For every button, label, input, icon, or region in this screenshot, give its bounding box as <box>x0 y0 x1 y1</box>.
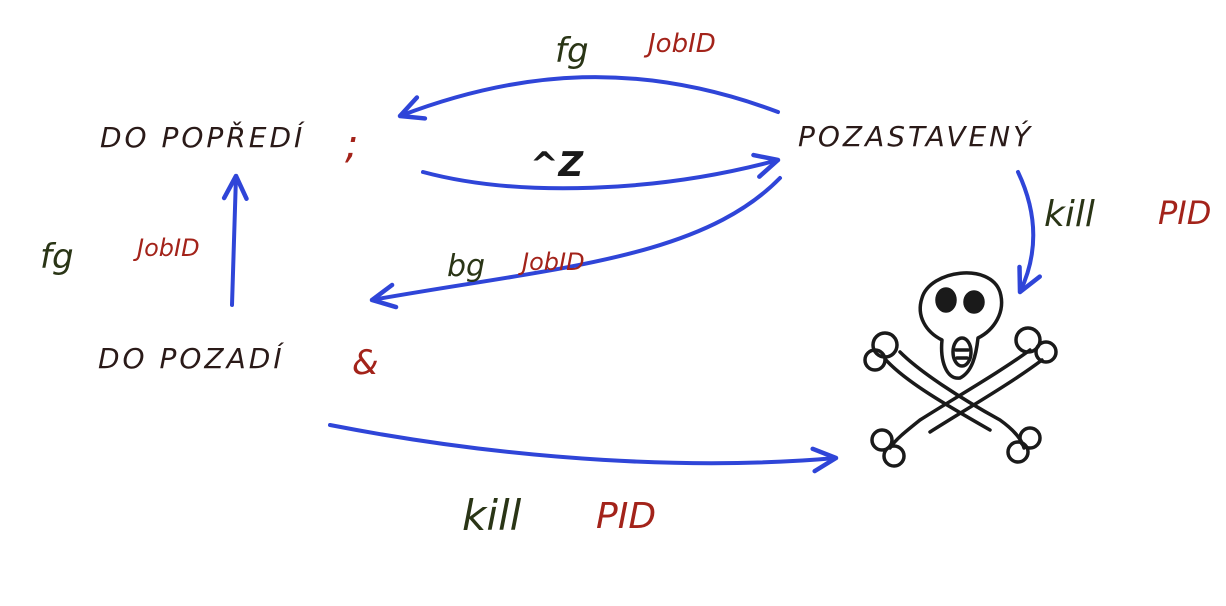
transition-bg-argument: JobID <box>518 248 585 276</box>
transition-kill-bottom-command: kill <box>462 491 522 540</box>
arrow-foreground-to-stopped <box>421 152 781 191</box>
arrow-stopped-to-background <box>369 176 782 310</box>
transition-fg-top-command: fg <box>555 31 589 71</box>
transition-kill-right-command: kill <box>1044 194 1095 235</box>
state-foreground-label: DO POPŘEDÍ <box>100 120 305 154</box>
transition-kill-right-argument: PID <box>1158 194 1211 232</box>
arrow-background-to-foreground <box>221 173 249 307</box>
arrow-stopped-to-killed <box>1016 170 1042 295</box>
state-foreground-marker: ; <box>345 122 358 168</box>
transition-ctrl-z: ^Z <box>530 145 584 185</box>
transition-bg-command: bg <box>447 249 485 284</box>
state-stopped-label: POZASTAVENÝ <box>798 119 1033 153</box>
transition-fg-top-argument: JobID <box>643 29 716 59</box>
arrow-stopped-to-foreground <box>397 75 780 121</box>
transition-kill-bottom-argument: PID <box>596 496 656 537</box>
arrow-background-to-killed <box>328 423 839 474</box>
state-background-marker: & <box>352 343 379 383</box>
skull-crossbones-icon <box>863 271 1058 468</box>
transition-fg-left-command: fg <box>40 237 74 277</box>
state-background-label: DO POZADÍ <box>98 341 285 375</box>
transition-fg-left-argument: JobID <box>133 234 200 262</box>
